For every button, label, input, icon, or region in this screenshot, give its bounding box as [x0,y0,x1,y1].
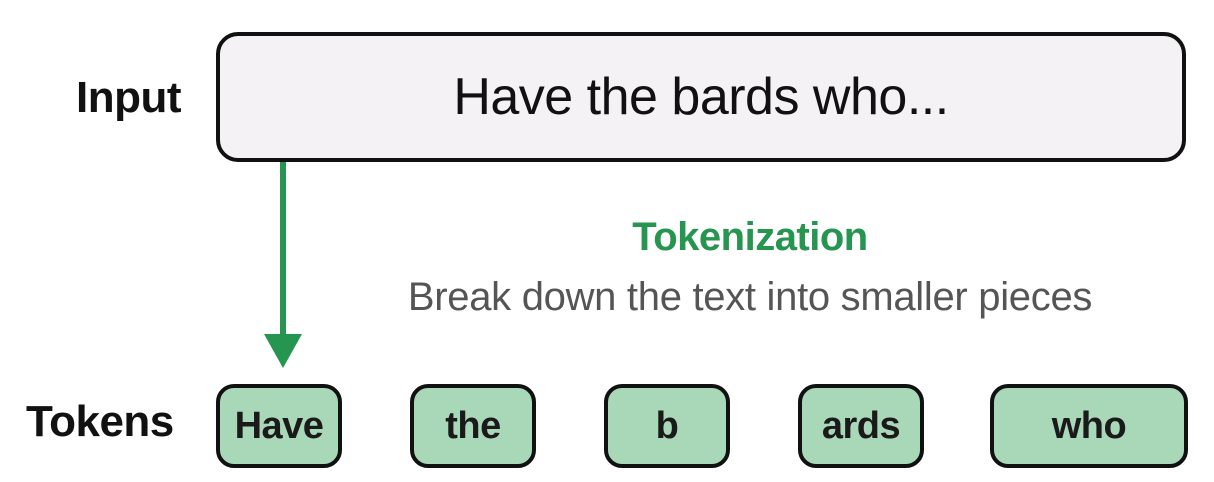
token-box: the [410,384,536,468]
input-label: Input [76,73,182,122]
input-text: Have the bards who... [453,68,949,126]
token-text: ards [821,404,901,447]
step-title: Tokenization [632,215,868,259]
token-box: Have [216,384,342,468]
token-text: the [445,404,501,447]
tokens-label: Tokens [26,397,174,446]
token-text: who [1051,404,1127,447]
token-box: who [990,384,1188,468]
token-text: Have [234,404,324,447]
input-text-box: Have the bards who... [216,32,1186,162]
step-description: Break down the text into smaller pieces [407,275,1093,319]
token-box: b [604,384,730,468]
token-text: b [655,404,679,447]
arrow-head [264,334,302,368]
token-box: ards [798,384,924,468]
